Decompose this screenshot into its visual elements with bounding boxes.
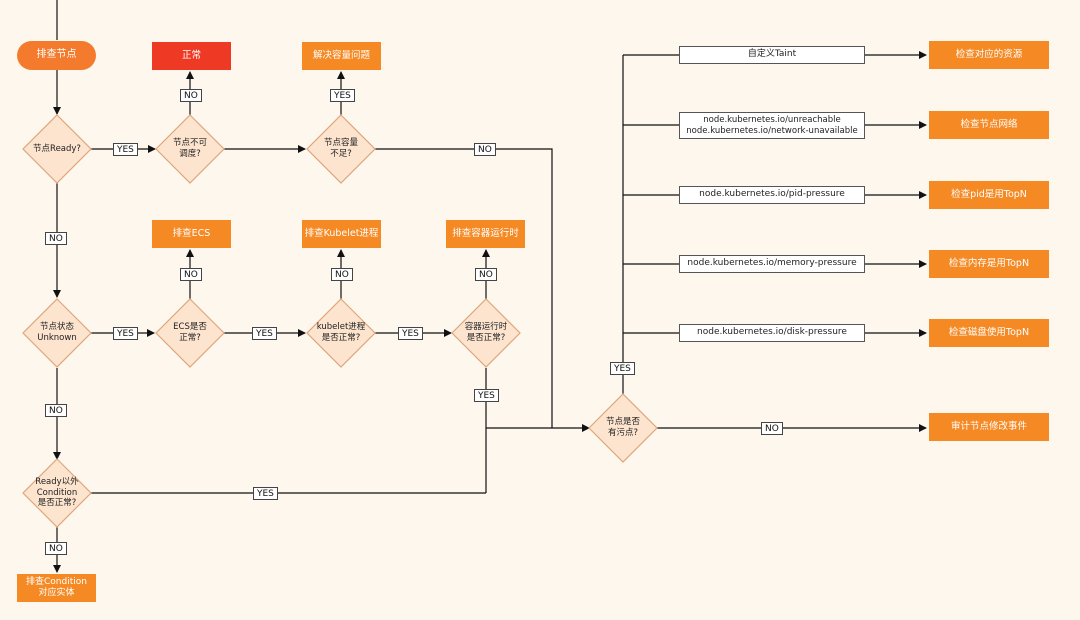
decision-kubelet: kubelet进程 是否正常? xyxy=(316,322,366,343)
decision-ready: 节点Ready? xyxy=(33,143,81,154)
decision-unschedulable-diamond xyxy=(155,114,225,184)
connector-capacity-trunk xyxy=(375,148,553,428)
decision-capacity: 节点容量 不足? xyxy=(323,138,358,159)
label-unknown-yes: YES xyxy=(113,327,138,340)
normal-box: 正常 xyxy=(152,42,231,70)
decision-unknown: 节点状态 Unknown xyxy=(37,322,77,343)
label-taint-no: NO xyxy=(761,422,783,435)
decision-taint-diamond xyxy=(588,393,658,463)
label-kubelet-no: NO xyxy=(331,268,353,281)
check-ecs-box: 排查ECS xyxy=(152,220,231,248)
decision-shapes xyxy=(22,114,658,528)
label-ecs-no: NO xyxy=(180,268,202,281)
label-condition-yes: YES xyxy=(253,487,278,500)
label-unschedulable-no: NO xyxy=(180,89,202,102)
taint-memory-box: node.kubernetes.io/memory-pressure xyxy=(679,255,865,273)
decision-ecs: ECS是否 正常? xyxy=(173,322,207,343)
label-ready-no: NO xyxy=(45,232,67,245)
taint-disk-box: node.kubernetes.io/disk-pressure xyxy=(679,324,865,342)
label-condition-no: NO xyxy=(45,542,67,555)
decision-other-condition-diamond xyxy=(22,458,92,528)
label-unknown-no: NO xyxy=(45,404,67,417)
connectors xyxy=(53,0,927,573)
decision-ecs-diamond xyxy=(155,298,225,368)
label-runtime-no: NO xyxy=(475,268,497,281)
taint-pid-box: node.kubernetes.io/pid-pressure xyxy=(679,186,865,204)
decision-runtime: 容器运行时 是否正常? xyxy=(464,322,508,343)
check-network-box: 检查节点网络 xyxy=(929,111,1049,139)
decision-unknown-diamond xyxy=(22,298,92,368)
solve-capacity-box: 解决容量问题 xyxy=(302,42,381,70)
decision-runtime-diamond xyxy=(451,298,521,368)
check-runtime-box: 排查容器运行时 xyxy=(446,220,525,248)
decision-taint: 节点是否 有污点? xyxy=(605,417,640,438)
label-taint-yes: YES xyxy=(610,362,635,375)
check-resource-box: 检查对应的资源 xyxy=(929,41,1049,69)
decision-ready-diamond xyxy=(22,114,92,184)
taint-unreachable-box: node.kubernetes.io/unreachable node.kube… xyxy=(679,112,865,139)
decision-kubelet-diamond xyxy=(306,298,376,368)
taint-custom-box: 自定义Taint xyxy=(679,46,865,64)
check-condition-box: 排查Condition 对应实体 xyxy=(17,574,96,602)
label-kubelet-yes: YES xyxy=(398,327,423,340)
check-disk-box: 检查磁盘使用TopN xyxy=(929,319,1049,347)
decision-capacity-diamond xyxy=(306,114,376,184)
start-node: 排查节点 xyxy=(17,41,96,70)
label-runtime-yes: YES xyxy=(474,389,499,402)
decision-other-condition: Ready以外 Condition 是否正常? xyxy=(35,477,79,509)
label-capacity-yes: YES xyxy=(330,89,355,102)
label-capacity-no: NO xyxy=(474,143,496,156)
check-memory-box: 检查内存是用TopN xyxy=(929,250,1049,278)
decision-unschedulable: 节点不可 调度? xyxy=(172,138,207,159)
check-pid-box: 检查pid是用TopN xyxy=(929,181,1049,209)
label-ready-yes: YES xyxy=(113,143,138,156)
label-ecs-yes: YES xyxy=(252,327,277,340)
audit-box: 审计节点修改事件 xyxy=(929,413,1049,441)
check-kubelet-box: 排查Kubelet进程 xyxy=(302,220,381,248)
